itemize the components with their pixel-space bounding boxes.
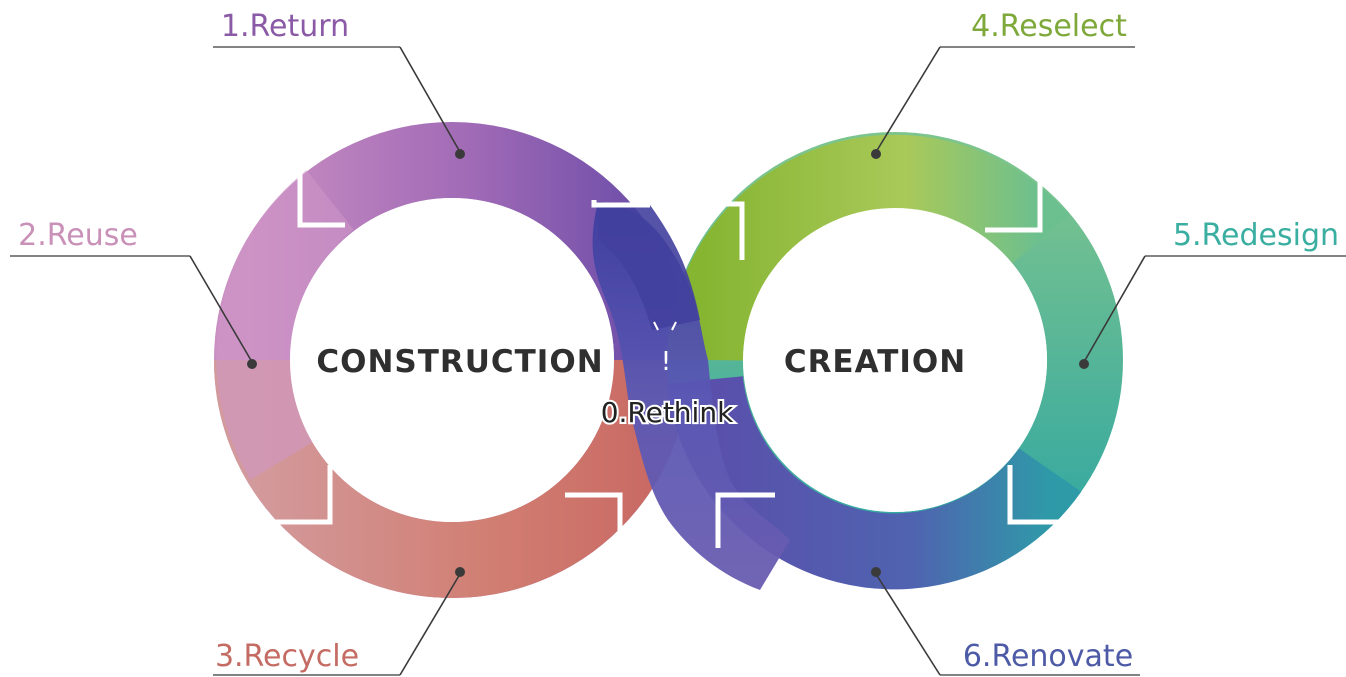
divider-tick <box>591 200 650 208</box>
step-recycle-leader <box>399 573 461 676</box>
divider-tick <box>672 201 745 260</box>
step-reselect-label: 4.Reselect <box>971 9 1127 44</box>
construction-label: CONSTRUCTION <box>316 344 603 380</box>
rethink-label-group: ! 0.Rethink <box>599 321 736 431</box>
divider-tick <box>268 465 333 525</box>
step-reselect-dot <box>871 149 881 159</box>
creation-ring-reselect-segment <box>667 134 1069 362</box>
step-return: 1.Return <box>213 9 465 159</box>
step-redesign-dot <box>1079 359 1089 369</box>
divider-tick <box>715 492 775 548</box>
step-reuse: 2.Reuse <box>10 218 257 369</box>
rethink-spark <box>671 321 677 331</box>
rethink-band <box>592 202 790 590</box>
step-renovate-label: 6.Renovate <box>963 639 1133 674</box>
divider-tick <box>565 492 623 548</box>
step-reuse-dot <box>247 359 257 369</box>
rethink-spark <box>653 321 659 331</box>
step-recycle-label: 3.Recycle <box>215 639 359 674</box>
step-return-dot <box>455 149 465 159</box>
step-recycle-dot <box>455 567 465 577</box>
segment-dividers <box>268 172 1062 548</box>
step-renovate: 6.Renovate <box>871 567 1140 676</box>
divider-tick <box>985 180 1043 233</box>
creation-label: CREATION <box>784 344 966 380</box>
divider-tick <box>297 172 345 228</box>
step-recycle: 3.Recycle <box>213 567 465 676</box>
step-redesign: 5.Redesign <box>1079 218 1346 369</box>
step-redesign-label: 5.Redesign <box>1173 218 1339 253</box>
divider-tick <box>1007 465 1062 525</box>
step-reselect-leader <box>875 46 941 153</box>
rethink-exclamation: ! <box>661 347 671 377</box>
step-return-leader <box>399 46 461 153</box>
creation-ring-renovate-segment <box>667 375 1082 590</box>
step-reuse-leader <box>189 255 253 363</box>
rethink-label: 0.Rethink <box>601 396 734 429</box>
step-reuse-label: 2.Reuse <box>18 218 138 253</box>
construction-ring-reuse-segment <box>216 170 355 480</box>
step-return-label: 1.Return <box>221 9 349 44</box>
rethink-band-upper <box>598 202 700 330</box>
step-renovate-dot <box>871 567 881 577</box>
construction-ring-hole <box>290 198 614 522</box>
step-renovate-leader <box>875 573 941 676</box>
step-reselect: 4.Reselect <box>871 9 1135 159</box>
construction-ring <box>214 122 690 598</box>
step-redesign-leader <box>1083 255 1146 363</box>
creation-ring-hole <box>743 208 1047 512</box>
